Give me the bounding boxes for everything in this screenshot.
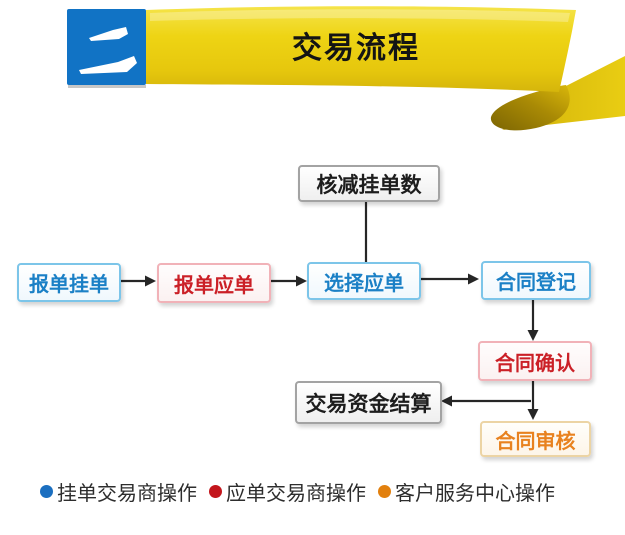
node-contract-register: 合同登记 (481, 261, 591, 300)
legend-label: 挂单交易商操作 (57, 483, 197, 505)
arrowhead-down-icon (527, 330, 539, 341)
arrowhead-left-icon (441, 395, 452, 407)
node-order-response: 报单应单 (157, 263, 271, 303)
arrowhead-right-icon (468, 273, 479, 285)
banner-title: 交易流程 (292, 32, 420, 65)
legend-bullet-blue-icon (40, 485, 53, 498)
ribbon-fold-icon (490, 85, 570, 131)
badge-shadow (68, 85, 146, 88)
legend: 挂单交易商操作 应单交易商操作 客户服务中心操作 (40, 477, 555, 506)
legend-label: 应单交易商操作 (226, 483, 366, 505)
legend-label: 客户服务中心操作 (395, 483, 555, 505)
arrowhead-down-icon (527, 409, 539, 420)
ribbon-main-band (146, 6, 576, 92)
arrowhead-right-icon (296, 275, 307, 287)
node-funds-settlement: 交易资金结算 (295, 381, 442, 424)
node-select-response: 选择应单 (307, 262, 421, 300)
legend-item-pending-trader: 挂单交易商操作 (40, 477, 197, 506)
legend-item-service-center: 客户服务中心操作 (378, 477, 555, 506)
node-reduce-pending-count: 核减挂单数 (298, 165, 440, 202)
legend-item-response-trader: 应单交易商操作 (209, 477, 366, 506)
node-contract-confirm: 合同确认 (478, 341, 592, 381)
node-order-pending: 报单挂单 (17, 263, 121, 302)
arrowhead-right-icon (145, 275, 156, 287)
chapter-number-icon (79, 27, 137, 74)
ribbon-gloss (150, 9, 570, 22)
node-contract-review: 合同审核 (480, 421, 591, 457)
legend-bullet-red-icon (209, 485, 222, 498)
ribbon-banner-graphic (67, 6, 625, 131)
legend-bullet-orange-icon (378, 485, 391, 498)
